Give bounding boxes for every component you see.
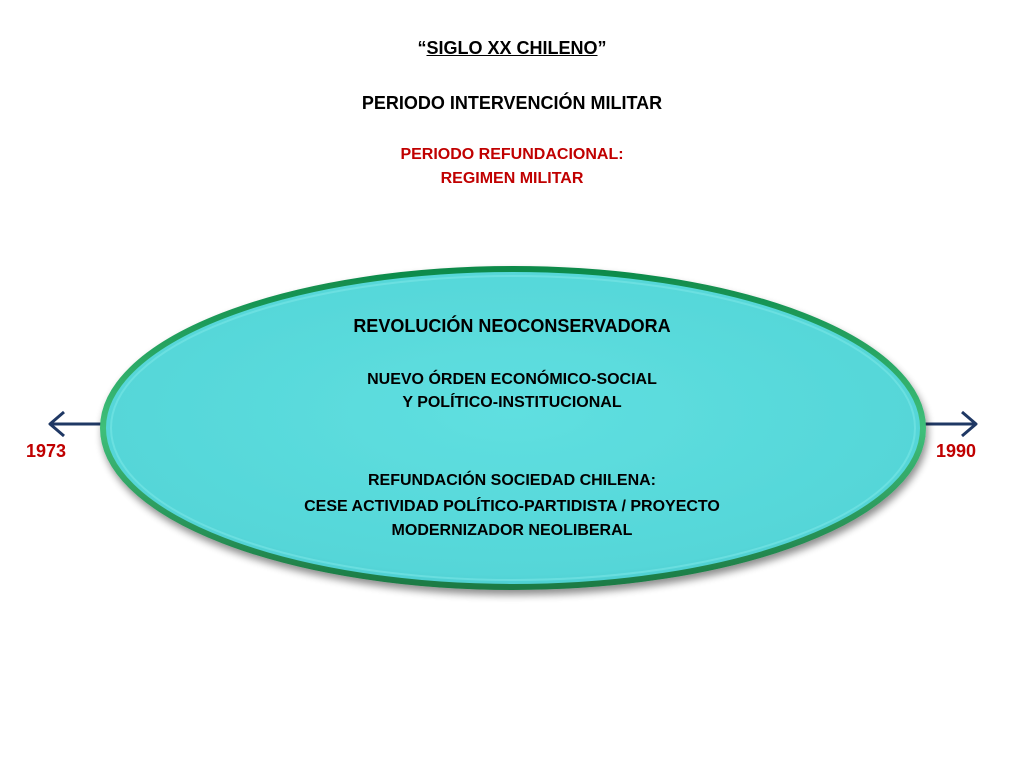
end-year-label: 1990 bbox=[936, 441, 977, 461]
ellipse-line-5: MODERNIZADOR NEOLIBERAL bbox=[391, 522, 633, 539]
ellipse-line-3: REFUNDACIÓN SOCIEDAD CHILENA: bbox=[368, 472, 656, 489]
ellipse-line-4: CESE ACTIVIDAD POLÍTICO-PARTIDISTA / PRO… bbox=[304, 498, 720, 515]
quote-open: “ bbox=[417, 38, 427, 58]
left-arrow bbox=[48, 410, 108, 438]
main-title: “SIGLO XX CHILENO” bbox=[0, 38, 1024, 59]
ellipse-line-2: Y POLÍTICO-INSTITUCIONAL bbox=[402, 394, 622, 411]
ellipse-line-1: NUEVO ÓRDEN ECONÓMICO-SOCIAL bbox=[367, 371, 657, 388]
period-title: PERIODO INTERVENCIÓN MILITAR bbox=[361, 93, 663, 113]
quote-close: ” bbox=[597, 38, 607, 58]
subperiod-line-2: REGIMEN MILITAR bbox=[440, 170, 584, 187]
start-year-label: 1973 bbox=[26, 441, 67, 461]
right-arrow bbox=[916, 410, 978, 438]
ellipse-title: REVOLUCIÓN NEOCONSERVADORA bbox=[353, 316, 671, 336]
main-title-text: SIGLO XX CHILENO bbox=[426, 38, 598, 58]
central-ellipse bbox=[100, 266, 926, 590]
subperiod-line-1: PERIODO REFUNDACIONAL: bbox=[400, 146, 624, 163]
